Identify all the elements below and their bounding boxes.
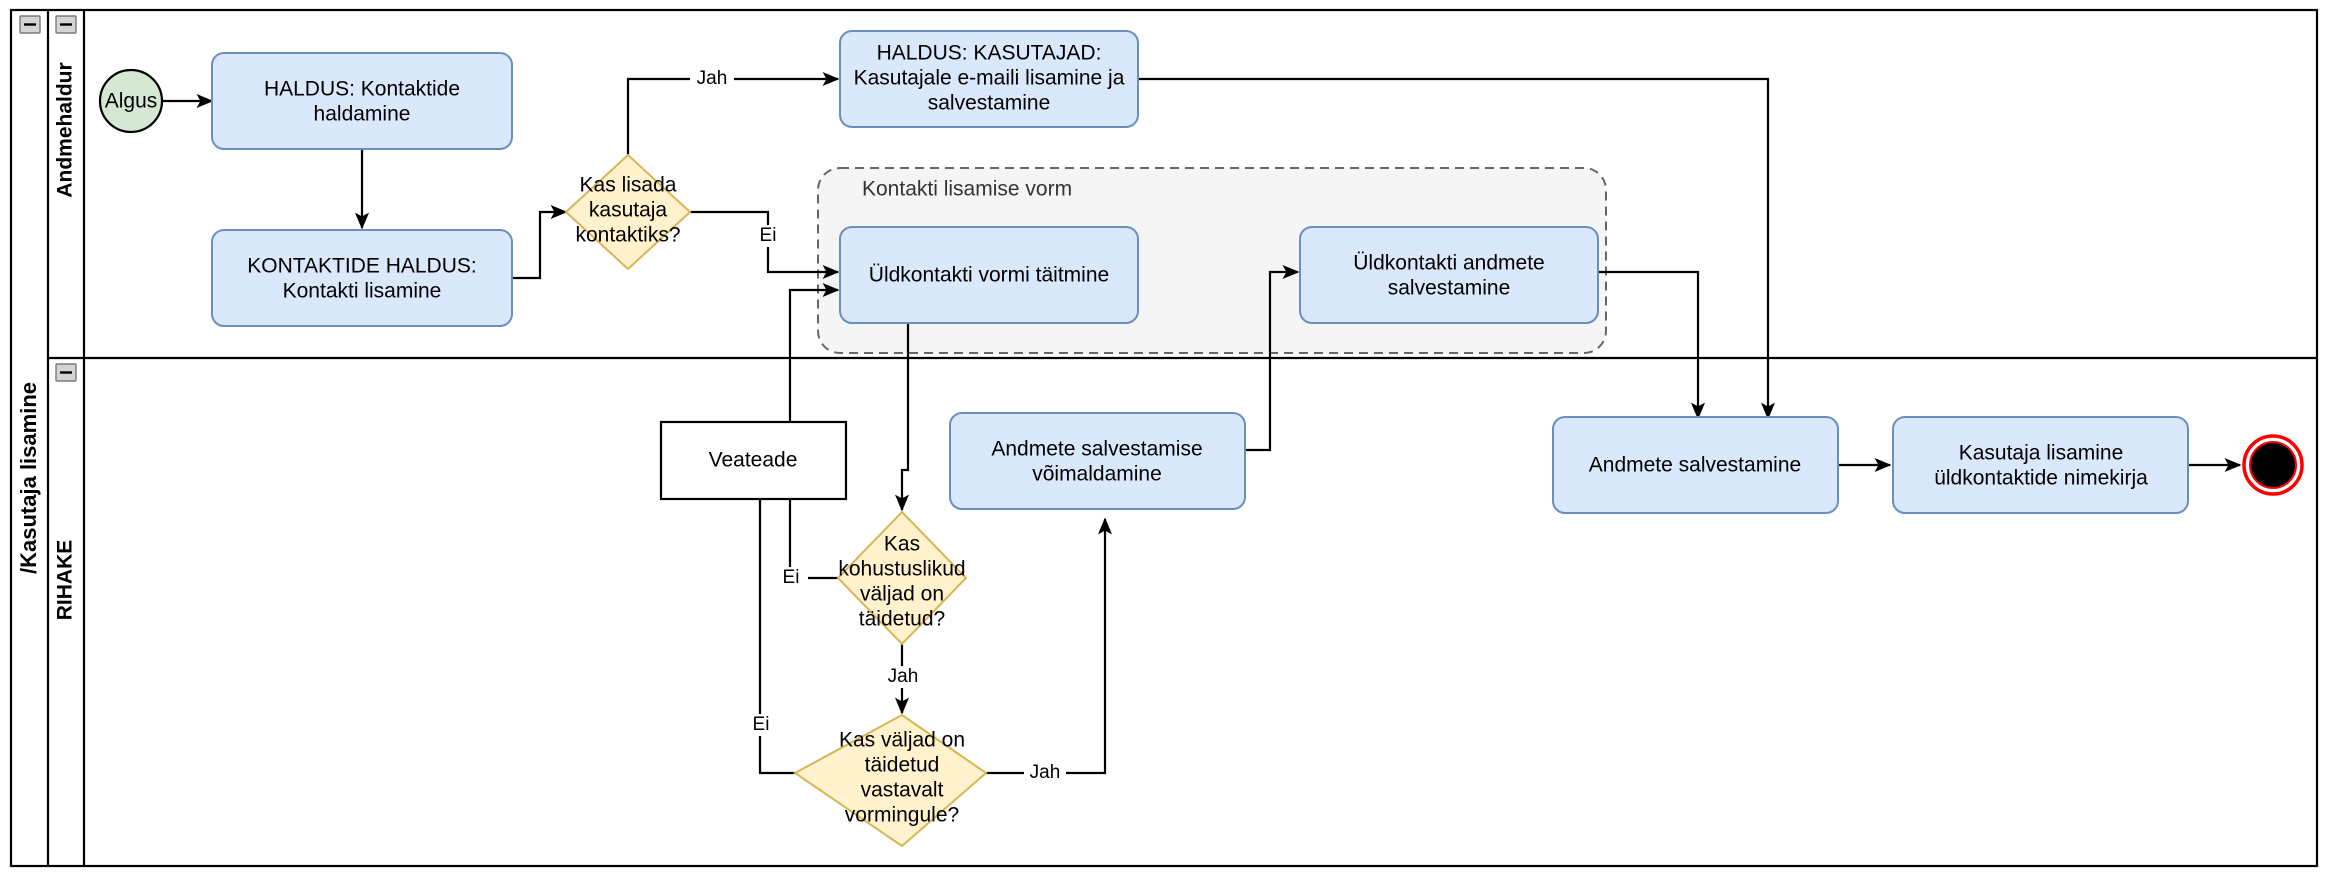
node-task-kasutaja-lisamine[interactable]: Kasutaja lisamine üldkontaktide nimekirj…: [1892, 416, 2189, 514]
node-label-yldkontakti-vorm: Üldkontakti vormi täitmine: [869, 264, 1109, 287]
node-start-event[interactable]: Algus: [98, 68, 164, 134]
node-label-haldus-kontaktide-l2: haldamine: [314, 103, 411, 126]
node-gateway-lisada-kasutaja[interactable]: Kas lisada kasutaja kontaktiks?: [564, 153, 692, 271]
node-veateade[interactable]: Veateade: [659, 420, 848, 501]
edge-label-jah-kasutaja: Jah: [697, 68, 728, 89]
node-label-kasutajad-l3: salvestamine: [928, 92, 1051, 115]
edge-gw-vormingule-ei: [758, 443, 795, 775]
edge-kontaktide-to-gateway: [512, 204, 568, 280]
edge-yldkontakti-andmed-to-salvestamine: [1598, 270, 1706, 420]
edge-gw-vormingule-jah: [985, 517, 1113, 775]
node-label-andmete-salvestamine: Andmete salvestamine: [1589, 454, 1801, 477]
edge-voimaldamine-to-yldkontakti-andmed: [1245, 264, 1300, 452]
edge-label-jah-vormingule: Jah: [1030, 762, 1061, 783]
node-label-gw-kohustuslikud-l3: väljad on: [860, 583, 944, 606]
node-label-gw-lisada-l1: Kas lisada: [580, 174, 677, 197]
edge-label-group: Jah Ei Ei Jah Ei Jah: [690, 68, 1066, 784]
edge-label-jah-kohustuslikud: Jah: [888, 666, 919, 687]
node-task-yldkontakti-vorm[interactable]: Üldkontakti vormi täitmine: [839, 226, 1139, 324]
node-label-gw-vormingule-l3: vastavalt: [861, 779, 944, 802]
node-end-event[interactable]: [2242, 434, 2304, 496]
flow-edges: [162, 71, 2242, 775]
node-label-veateade: Veateade: [709, 449, 798, 472]
node-label-kontaktide-haldus-l2: Kontakti lisamine: [283, 280, 442, 303]
node-label-gw-kohustuslikud-l4: täidetud?: [859, 608, 945, 631]
group-label: Kontakti lisamise vorm: [862, 178, 1072, 201]
lane-collapse-button-rihake[interactable]: [55, 363, 77, 382]
pool-frame: [9, 8, 2319, 868]
node-label-kontaktide-haldus-l1: KONTAKTIDE HALDUS:: [247, 255, 476, 278]
edge-label-ei-kohustuslikud: Ei: [783, 567, 800, 588]
edge-gateway-jah: [626, 71, 840, 155]
node-label-gw-vormingule-l1: Kas väljad on: [839, 729, 965, 752]
node-label-kasutaja-lisamine-l2: üldkontaktide nimekirja: [1934, 467, 2148, 490]
node-label-gw-vormingule-l4: vormingule?: [845, 804, 959, 827]
node-label-kasutajad-l2: Kasutajale e-maili lisamine ja: [854, 67, 1125, 90]
lane-label-rihake: RIHAKE: [54, 540, 77, 621]
node-label-start: Algus: [105, 90, 158, 113]
node-label-gw-vormingule-l2: täidetud: [865, 754, 940, 777]
lane-collapse-button-andmehaldur[interactable]: [55, 15, 77, 34]
node-label-haldus-kontaktide-l1: HALDUS: Kontaktide: [264, 78, 460, 101]
node-label-gw-kohustuslikud-l2: kohustuslikud: [838, 558, 965, 581]
node-label-kasutajad-l1: HALDUS: KASUTAJAD:: [877, 42, 1102, 65]
edge-kasutajad-to-salvestamine: [1138, 77, 1776, 420]
edge-vorm-to-gw-kohustuslikud: [894, 323, 910, 512]
pool-label: /Kasutaja lisamine: [16, 382, 41, 574]
node-gateway-vormingule[interactable]: Kas väljad on täidetud vastavalt vorming…: [793, 713, 988, 848]
edge-label-ei-vormingule: Ei: [753, 714, 770, 735]
node-label-gw-lisada-l3: kontaktiks?: [575, 224, 680, 247]
node-label-voimaldamine-l1: Andmete salvestamise: [991, 438, 1202, 461]
node-task-haldus-kontaktide[interactable]: HALDUS: Kontaktide haldamine: [211, 52, 513, 150]
node-task-kontaktide-haldus[interactable]: KONTAKTIDE HALDUS: Kontakti lisamine: [211, 229, 513, 327]
node-task-andmete-salvestamine[interactable]: Andmete salvestamine: [1552, 416, 1839, 514]
node-label-gw-lisada-l2: kasutaja: [589, 199, 668, 222]
node-label-yldkontakti-andmed-l2: salvestamine: [1388, 277, 1511, 300]
node-label-yldkontakti-andmed-l1: Üldkontakti andmete: [1353, 252, 1544, 275]
node-label-gw-kohustuslikud-l1: Kas: [884, 533, 920, 556]
node-label-kasutaja-lisamine-l1: Kasutaja lisamine: [1959, 442, 2124, 465]
node-task-salvestamise-voimaldamine[interactable]: Andmete salvestamise võimaldamine: [949, 412, 1246, 510]
pool-collapse-button[interactable]: [19, 15, 41, 34]
node-gateway-kohustuslikud[interactable]: Kas kohustuslikud väljad on täidetud?: [836, 510, 968, 646]
node-label-voimaldamine-l2: võimaldamine: [1032, 463, 1162, 486]
node-task-yldkontakti-andmed[interactable]: Üldkontakti andmete salvestamine: [1299, 226, 1599, 324]
edge-label-ei-kasutaja: Ei: [760, 225, 777, 246]
lane-label-andmehaldur: Andmehaldur: [54, 62, 77, 197]
node-task-haldus-kasutajad[interactable]: HALDUS: KASUTAJAD: Kasutajale e-maili li…: [839, 30, 1139, 128]
